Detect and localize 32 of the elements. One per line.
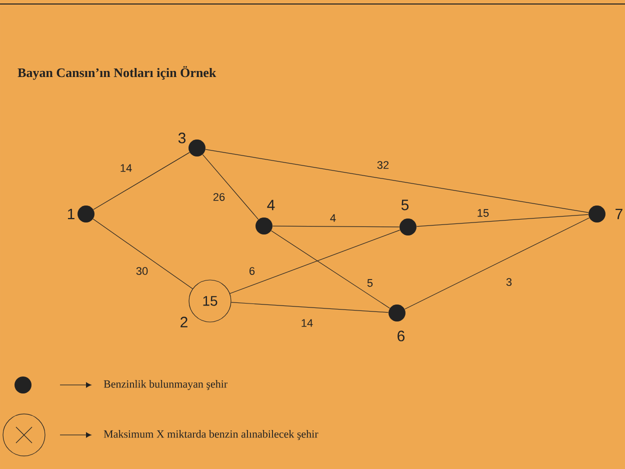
city-dot [388, 304, 406, 322]
road-line [404, 218, 590, 310]
edge-label: 15 [476, 208, 490, 218]
city-number: 1 [68, 208, 74, 220]
city-number: 6 [398, 330, 405, 342]
city-dot [78, 206, 94, 222]
road-line [205, 149, 589, 213]
city-number: 3 [178, 132, 186, 144]
city-dot [588, 206, 606, 222]
edge-label: 30 [134, 266, 150, 276]
city-number: 4 [267, 200, 275, 210]
title: Bayan Cansın’ın Notları için Örnek [18, 66, 216, 80]
city-dot [188, 140, 206, 156]
road-line [230, 230, 400, 294]
city-dot [256, 218, 272, 234]
legend-text: Maksimum X miktarda benzin alınabilecek şehir [104, 430, 318, 440]
city-number: 2 [180, 316, 188, 328]
edge-label: 32 [376, 160, 390, 170]
city-dot [400, 218, 416, 236]
edge-label: 14 [300, 318, 314, 328]
edge-label: 14 [118, 163, 134, 173]
city-number: 7 [616, 208, 622, 220]
road-line [92, 218, 193, 290]
road-line [416, 214, 589, 227]
road-line [202, 154, 259, 220]
city-number: 5 [401, 200, 409, 210]
road-line [230, 302, 389, 313]
road-line [272, 226, 400, 228]
edge-label: 26 [212, 192, 226, 202]
legend-text: Benzinlik bulunmayan şehir [104, 380, 228, 390]
road-line [270, 230, 390, 309]
road-line [93, 152, 190, 210]
